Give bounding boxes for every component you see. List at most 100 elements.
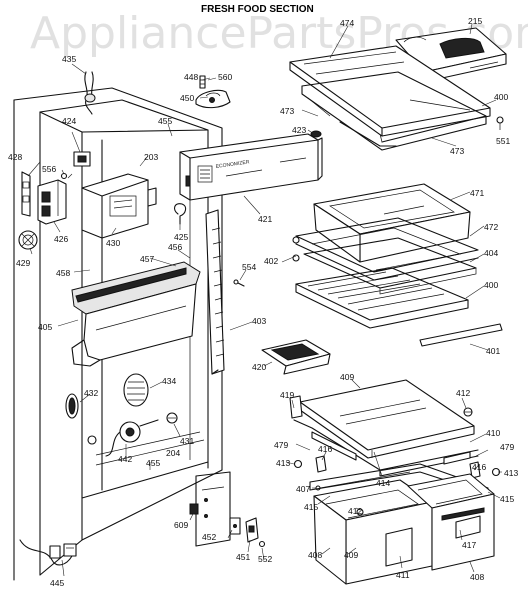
callout-431: 431 — [180, 436, 194, 446]
crisper-cover-405 — [71, 261, 201, 367]
clip-413-left — [293, 459, 303, 469]
callout-457: 457 — [140, 254, 154, 264]
light-bulb-429 — [18, 230, 38, 250]
light-socket-424 — [71, 131, 91, 167]
callout-479-left: 479 — [274, 440, 288, 450]
callout-456: 456 — [168, 242, 182, 252]
crisper-frame-410 — [293, 419, 479, 477]
callout-435: 435 — [62, 54, 76, 64]
shelf-frame-473 — [301, 71, 487, 151]
callout-471: 471 — [470, 188, 484, 198]
cap-423 — [310, 130, 322, 138]
callout-417: 417 — [462, 540, 476, 550]
callout-410: 410 — [486, 428, 500, 438]
light-shield-430 — [81, 173, 157, 239]
crisper-drawer-408-left — [313, 479, 433, 585]
callout-411: 411 — [396, 570, 410, 580]
clip-425 — [173, 203, 187, 225]
callout-552: 552 — [258, 554, 272, 564]
callout-416-right: 416 — [472, 462, 486, 472]
control-panel-label: ECONOMIZER — [215, 159, 250, 170]
callout-472: 472 — [484, 222, 498, 232]
callout-442: 442 — [118, 454, 132, 464]
callout-554: 554 — [242, 262, 256, 272]
callout-434: 434 — [162, 376, 176, 386]
control-panel-421: ECONOMIZER — [179, 133, 323, 201]
callout-450: 450 — [180, 93, 194, 103]
connector-556 — [60, 169, 68, 180]
callout-415-left: 415 — [304, 502, 318, 512]
wire-harness-435 — [71, 63, 96, 115]
callout-455-bottom: 455 — [146, 458, 160, 468]
callout-408-right: 408 — [470, 572, 484, 582]
wire-shelf-400 — [295, 267, 469, 329]
callout-416-left: 416 — [318, 444, 332, 454]
callout-429: 429 — [16, 258, 30, 268]
callout-451: 451 — [236, 552, 250, 562]
callout-474: 474 — [340, 18, 354, 28]
switch-428 — [21, 171, 31, 217]
callout-609: 609 — [174, 520, 188, 530]
callout-479-right: 479 — [500, 442, 514, 452]
mullion-strip-403 — [205, 209, 225, 375]
callout-419: 419 — [280, 390, 294, 400]
callout-473-bottom: 473 — [450, 146, 464, 156]
callout-413-left: 413 — [276, 458, 290, 468]
callout-421: 421 — [258, 214, 272, 224]
bin-420 — [261, 339, 331, 375]
callout-455-top: 455 — [158, 116, 172, 126]
knob-560 — [207, 77, 217, 81]
crisper-cover-409 — [299, 379, 475, 459]
callout-556: 556 — [42, 164, 56, 174]
callout-473-left: 473 — [280, 106, 294, 116]
bulb-socket-432b — [87, 435, 97, 445]
callout-428: 428 — [8, 152, 22, 162]
handle-417 — [441, 507, 485, 521]
thermostat-426 — [37, 179, 67, 225]
damper-450 — [195, 89, 231, 109]
callout-204: 204 — [166, 448, 180, 458]
callout-432: 432 — [84, 388, 98, 398]
drain-432 — [65, 393, 79, 419]
callout-403: 403 — [252, 316, 266, 326]
callout-407: 407 — [296, 484, 310, 494]
screw-552 — [258, 540, 266, 548]
hinge-451 — [245, 517, 259, 543]
shelf-supports-402 — [292, 236, 300, 262]
leader-lines — [27, 23, 502, 577]
bracket-452 — [229, 517, 241, 535]
callout-414: 414 — [376, 478, 390, 488]
trim-strip-401 — [419, 323, 503, 347]
callout-458: 458 — [56, 268, 70, 278]
callout-430: 430 — [106, 238, 120, 248]
callout-401: 401 — [486, 346, 500, 356]
callout-560: 560 — [218, 72, 232, 82]
diagram-title: FRESH FOOD SECTION — [201, 4, 314, 15]
callout-424: 424 — [62, 116, 76, 126]
callout-426: 426 — [54, 234, 68, 244]
support-419 — [289, 395, 303, 419]
bracket-416-left — [315, 455, 327, 473]
mullion-lower — [195, 471, 231, 547]
dairy-compartment-215 — [395, 27, 507, 83]
callout-415-right: 415 — [500, 494, 514, 504]
callout-413-right: 413 — [504, 468, 518, 478]
screw-554 — [233, 279, 245, 287]
thermostat-442 — [105, 419, 159, 457]
bushing-431 — [166, 412, 178, 424]
callout-405: 405 — [38, 322, 52, 332]
screw-448 — [199, 75, 206, 89]
callout-423: 423 — [292, 125, 306, 135]
callout-448: 448 — [184, 72, 198, 82]
clip-412-bottom — [356, 508, 364, 516]
callout-412-bottom: 412 — [348, 506, 362, 516]
bracket-416-right — [469, 461, 481, 479]
meat-pan-471 — [313, 183, 471, 263]
callout-408-left: 408 — [308, 550, 322, 560]
callout-420: 420 — [252, 362, 266, 372]
callout-402: 402 — [264, 256, 278, 266]
callout-452: 452 — [202, 532, 216, 542]
callout-425: 425 — [174, 232, 188, 242]
callout-551: 551 — [496, 136, 510, 146]
